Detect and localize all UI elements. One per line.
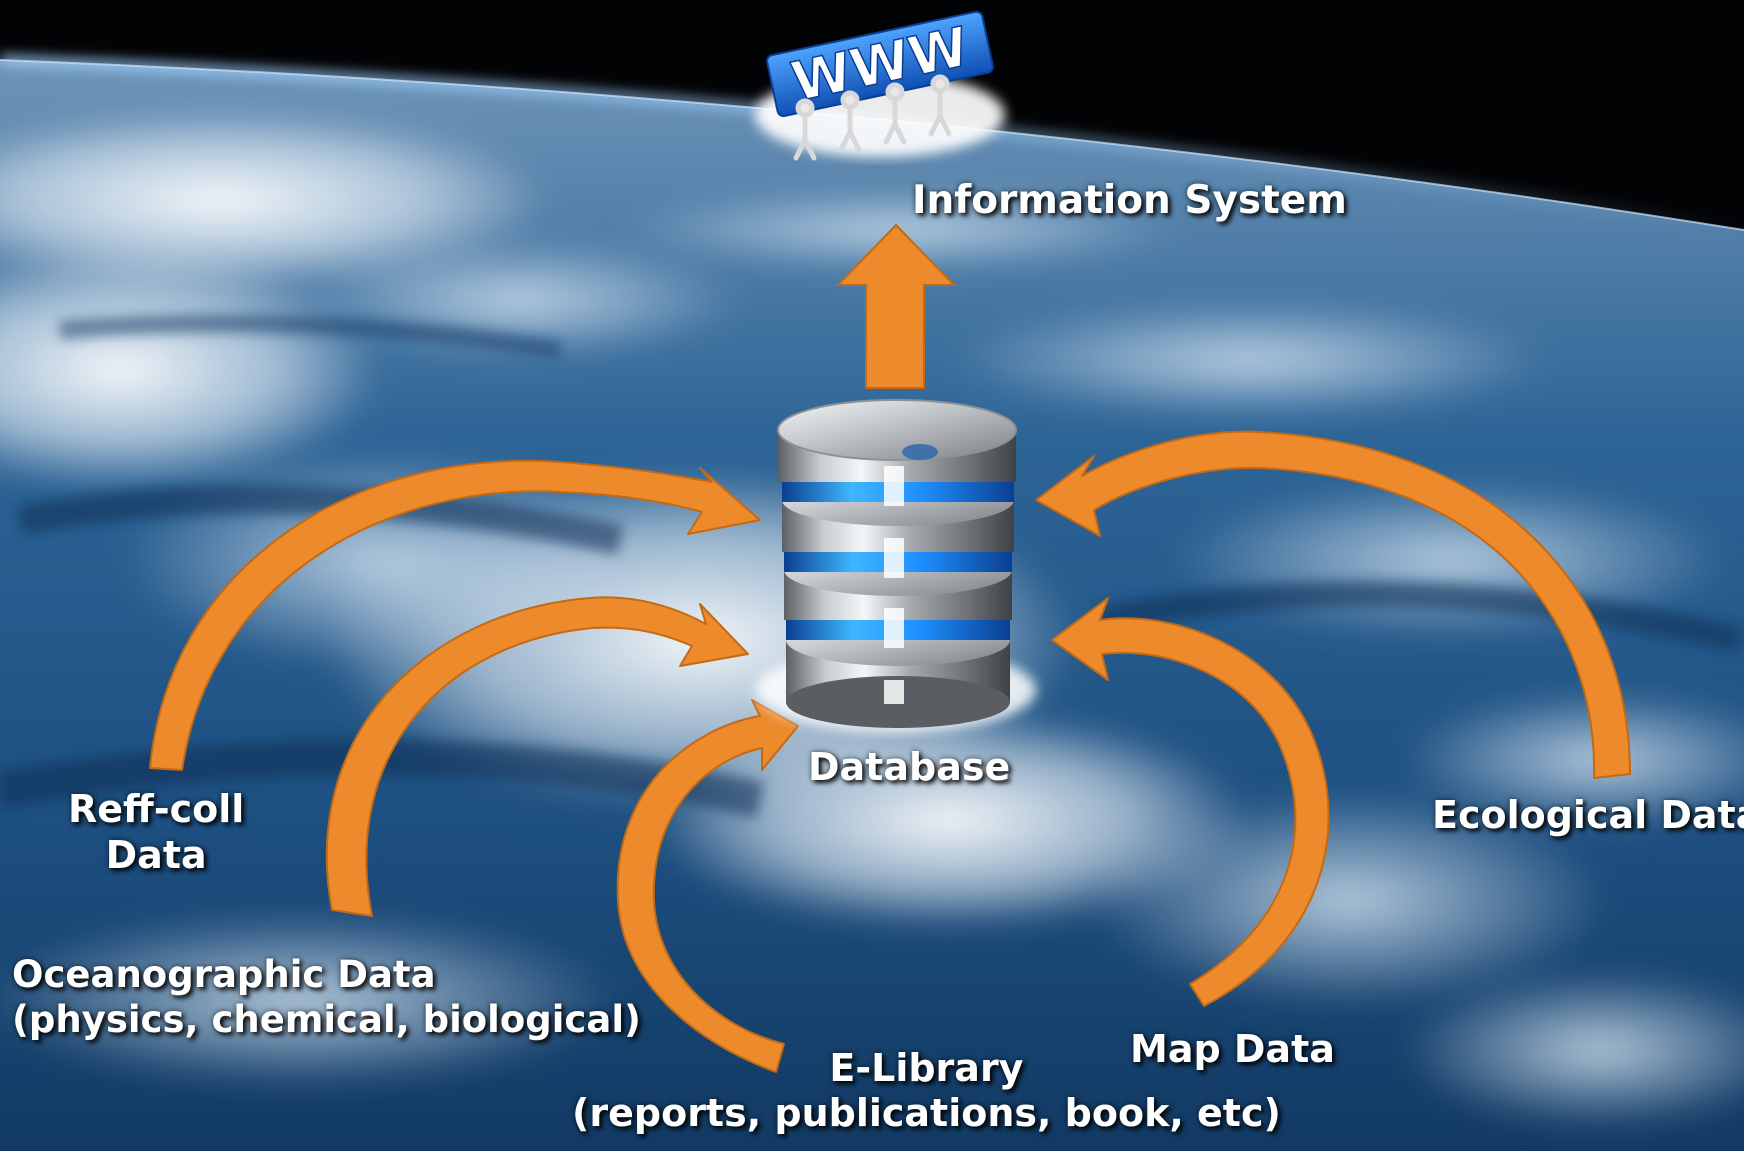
reffcoll-data-label: Reff-coll Data: [68, 786, 244, 879]
arrow-ecological-to-database: [1035, 430, 1631, 779]
map-data-label: Map Data: [1130, 1027, 1335, 1071]
arrow-database-to-information-system: [835, 223, 957, 389]
arrow-map-to-database: [1051, 597, 1330, 1007]
database-icon: [756, 399, 1036, 732]
elibrary-label: E-Library (reports, publications, book, …: [572, 1046, 1281, 1136]
arrow-elibrary-to-database: [616, 699, 799, 1073]
elibrary-line2: (reports, publications, book, etc): [572, 1090, 1281, 1135]
ecological-data-label: Ecological Data: [1432, 793, 1744, 837]
information-system-label: Information System: [912, 178, 1347, 223]
elibrary-line1: E-Library: [829, 1046, 1024, 1090]
arrow-reffcoll-to-database: [149, 459, 761, 771]
reffcoll-data-line1: Reff-coll: [68, 787, 245, 831]
oceanographic-data-line1: Oceanographic Data: [12, 953, 436, 996]
oceanographic-data-line2: (physics, chemical, biological): [12, 998, 641, 1042]
oceanographic-data-label: Oceanographic Data (physics, chemical, b…: [12, 952, 641, 1042]
arrow-oceanographic-to-database: [326, 596, 749, 917]
database-label: Database: [808, 745, 1011, 789]
reffcoll-data-line2: Data: [105, 833, 207, 878]
